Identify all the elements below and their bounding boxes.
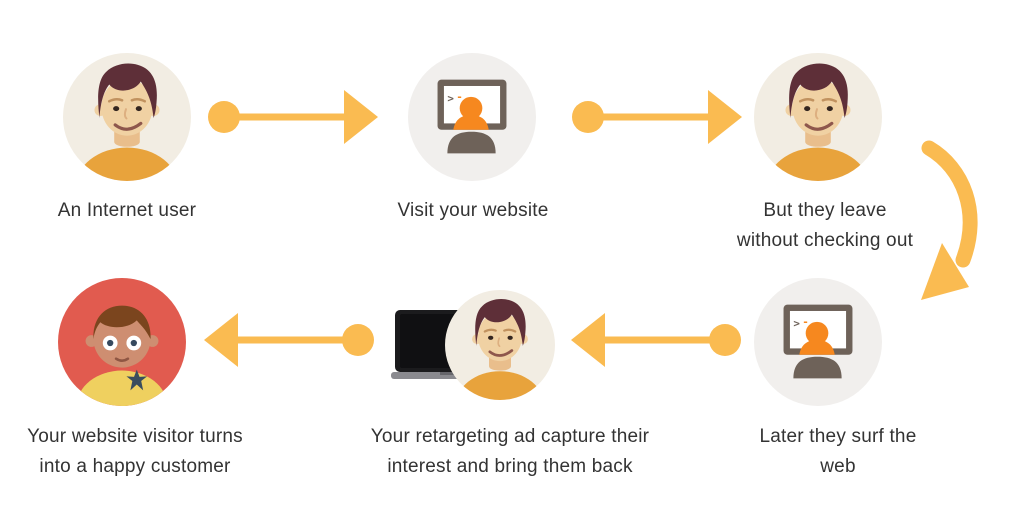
internet-user-avatar-icon — [63, 53, 191, 181]
star-icon — [126, 369, 148, 391]
label-line: Later they surf the — [759, 426, 917, 447]
label-line: interest and bring them back — [387, 456, 633, 477]
label-line: web — [820, 456, 856, 477]
label-line: Your retargeting ad capture their — [370, 426, 650, 447]
visit-website-monitor-icon: > - — [408, 53, 536, 181]
label-line: But they leave — [763, 200, 887, 221]
retargeting-ad-label: Your retargeting ad capture their intere… — [371, 422, 649, 482]
label-line: An Internet user — [57, 200, 197, 221]
arrow-1-right-icon — [208, 90, 378, 144]
arrow-2-right-icon — [572, 90, 742, 144]
internet-user-label: An Internet user — [58, 196, 196, 226]
terminal-prompt-gt: > — [447, 92, 454, 105]
terminal-prompt-dash: - — [802, 315, 809, 328]
arrow-3-curved-down-icon — [921, 140, 978, 300]
terminal-prompt-gt: > — [793, 317, 800, 330]
label-line: into a happy customer — [39, 456, 231, 477]
surf-web-label: Later they surf the web — [760, 422, 917, 482]
visit-website-label: Visit your website — [397, 196, 548, 226]
arrow-5-left-icon — [204, 313, 374, 367]
label-line: Your website visitor turns — [27, 426, 243, 447]
surf-web-monitor-icon: > - — [754, 278, 882, 406]
retargeting-ad-avatar-icon — [445, 290, 555, 400]
arrow-4-left-icon — [571, 313, 741, 367]
happy-customer-label: Your website visitor turns into a happy … — [27, 422, 243, 482]
but-they-leave-label: But they leave without checking out — [737, 196, 913, 256]
terminal-prompt-dash: - — [456, 90, 463, 103]
label-line: Visit your website — [397, 200, 549, 221]
happy-customer-avatar-icon — [58, 278, 186, 406]
label-line: without checking out — [736, 230, 914, 251]
leaving-user-avatar-icon — [754, 53, 882, 181]
